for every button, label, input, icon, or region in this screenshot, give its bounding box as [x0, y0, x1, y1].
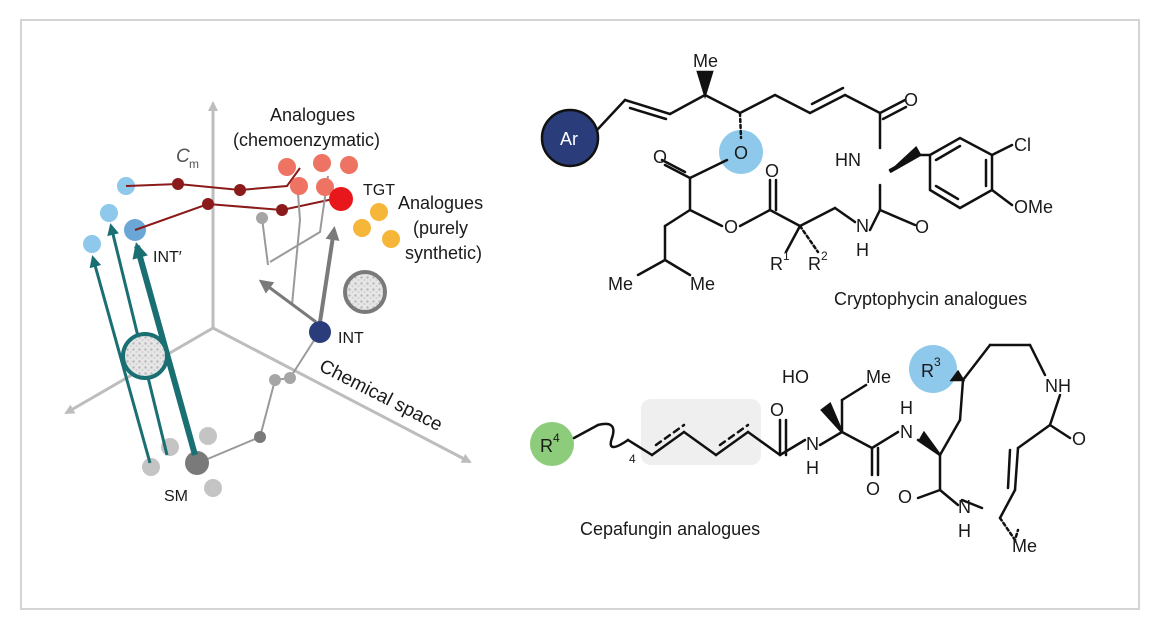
o-ring-label: O — [734, 143, 748, 163]
analogue-node — [353, 219, 371, 237]
cepafungin-caption: Cepafungin analogues — [580, 519, 760, 539]
me-label: Me — [1012, 536, 1037, 556]
ho-label: HO — [782, 367, 809, 387]
r4-superscript: 4 — [553, 431, 560, 445]
o-amide-label: O — [866, 479, 880, 499]
axis-cm-label: C — [176, 146, 190, 167]
r3-superscript: 3 — [934, 355, 941, 369]
sm-label: SM — [164, 488, 188, 505]
analogues-synth-label: Analogues — [398, 193, 483, 213]
o-ring-label: O — [898, 487, 912, 507]
tgt-label: TGT — [363, 182, 395, 199]
me-right-label: Me — [690, 274, 715, 294]
path-node — [254, 431, 266, 443]
o-amide-label: O — [915, 217, 929, 237]
h-label: H — [900, 398, 913, 418]
h-label: H — [958, 521, 971, 541]
nh-label: N — [856, 216, 869, 236]
chemical-space-axis — [212, 326, 472, 464]
cl-label: Cl — [1014, 135, 1031, 155]
int-branches — [256, 175, 340, 324]
nh-ring-label: NH — [1045, 376, 1071, 396]
sm-node — [199, 427, 217, 445]
teal-arrows — [89, 223, 198, 464]
highlight-diene — [641, 399, 761, 465]
n-label: N — [958, 497, 971, 517]
chemoenzymatic-analogues — [278, 154, 358, 196]
int-label: INT — [338, 330, 364, 347]
analogue-node — [313, 154, 331, 172]
n-label: N — [900, 422, 913, 442]
me-left-label: Me — [608, 274, 633, 294]
n-label: N — [806, 434, 819, 454]
int-prime-analogue-node — [83, 235, 101, 253]
sm-node — [204, 479, 222, 497]
sm-main-node — [185, 451, 209, 475]
path-node — [284, 372, 296, 384]
r2-superscript: 2 — [821, 249, 828, 263]
synthetic-analogues — [353, 203, 400, 248]
int-prime-label: INT′ — [153, 249, 182, 266]
me-top-label: Me — [693, 51, 718, 71]
me-label: Me — [866, 367, 891, 387]
cryptophycin-caption: Cryptophycin analogues — [834, 289, 1027, 309]
o-ester-label: O — [653, 147, 667, 167]
ome-label: OMe — [1014, 197, 1053, 217]
o-ring-label: O — [1072, 429, 1086, 449]
highlight-oxygen — [719, 130, 763, 174]
chain-subscript: 4 — [629, 452, 636, 466]
chemical-space-diagram: C m Chemical space SM — [64, 101, 483, 505]
h-label: H — [806, 458, 819, 478]
cepafungin-labels: R 4 4 HO Me R 3 NH O O O O N H N H N H M… — [540, 355, 1086, 556]
analogue-node — [278, 158, 296, 176]
analogue-node — [290, 177, 308, 195]
h-label: H — [856, 240, 869, 260]
ar-label: Ar — [560, 129, 578, 149]
analogues-chemo-label: Analogues — [270, 105, 355, 125]
cryptophycin-labels: Ar Me O O O O O O HN N H Cl OMe R 1 R 2 … — [560, 51, 1053, 309]
r3-group — [909, 345, 957, 393]
axis-cm-subscript: m — [189, 157, 199, 171]
int-prime-analogue-node — [100, 204, 118, 222]
analogues-chemo-sublabel: (chemoenzymatic) — [233, 130, 380, 150]
enzyme-icon-right — [343, 270, 387, 314]
analogues-synth-sublabel-2: synthetic) — [405, 243, 482, 263]
enzyme-icon — [121, 332, 169, 380]
cryptophycin-structure — [540, 70, 1014, 277]
tgt-node — [329, 187, 353, 211]
r3-label: R — [921, 361, 934, 381]
cepafungin-structure — [530, 343, 1072, 543]
chemical-space-label: Chemical space — [316, 356, 446, 436]
int-node — [309, 321, 331, 343]
o-ester-label: O — [724, 217, 738, 237]
r4-group — [530, 422, 574, 466]
r2-label: R — [808, 254, 821, 274]
o-ester-label: O — [765, 161, 779, 181]
analogue-node — [382, 230, 400, 248]
sm-node — [142, 458, 160, 476]
r4-label: R — [540, 436, 553, 456]
synthesis-path — [197, 330, 321, 464]
analogue-node — [370, 203, 388, 221]
path-node — [269, 374, 281, 386]
cm-trajectories — [125, 167, 339, 231]
r1-superscript: 1 — [783, 249, 790, 263]
analogues-synth-sublabel-1: (purely — [413, 218, 468, 238]
analogue-node — [340, 156, 358, 174]
sm-cluster — [142, 427, 222, 497]
analogue-node — [316, 178, 334, 196]
ar-group — [540, 108, 600, 168]
o-amide-label: O — [770, 400, 784, 420]
r1-label: R — [770, 254, 783, 274]
hn-label: HN — [835, 150, 861, 170]
o-carbonyl-label: O — [904, 90, 918, 110]
